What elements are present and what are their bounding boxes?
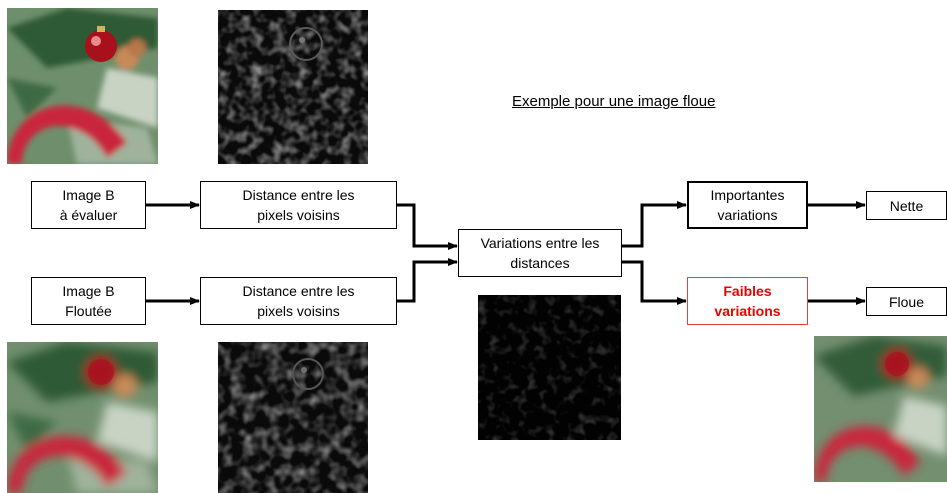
arrow-variations-to-important	[622, 201, 687, 248]
variations-line1: Variations entre les	[480, 235, 600, 251]
result-blurry-label: Floue	[888, 293, 925, 310]
important-variations-line1: Importantes	[710, 187, 785, 203]
input-image-eval-box: Image B à évaluer	[31, 181, 146, 229]
ornament-photo-sharp	[7, 8, 158, 164]
result-sharp-label: Nette	[889, 197, 924, 214]
important-variations-box: Importantes variations	[687, 181, 808, 229]
variations-line2: distances	[510, 255, 570, 271]
distance-top-line2: pixels voisins	[257, 207, 340, 223]
edge-map-blurred	[218, 342, 368, 493]
arrow-variations-to-weak	[622, 260, 687, 305]
variations-box: Variations entre les distances	[458, 229, 622, 277]
important-variations-line2: variations	[717, 207, 778, 223]
arrow-distance-bottom-to-variations	[397, 258, 458, 303]
distance-top-line1: Distance entre les	[242, 187, 355, 203]
result-blurry-box: Floue	[866, 287, 947, 316]
distance-bottom-line2: pixels voisins	[257, 303, 340, 319]
diagram-title: Exemple pour une image floue	[512, 93, 716, 110]
ornament-photo-output	[814, 336, 947, 482]
ornament-photo-blurred	[7, 342, 158, 493]
weak-variations-box: Faibles variations	[687, 277, 808, 325]
weak-variations-line2: variations	[714, 303, 781, 319]
edge-map-sharp	[218, 10, 368, 164]
input-image-blurred-line1: Image B	[62, 283, 115, 299]
variation-map	[478, 295, 621, 440]
weak-variations-line1: Faibles	[723, 283, 772, 299]
input-image-eval-line2: à évaluer	[59, 207, 118, 223]
input-image-blurred-box: Image B Floutée	[31, 277, 146, 325]
distance-bottom-line1: Distance entre les	[242, 283, 355, 299]
result-sharp-box: Nette	[866, 191, 947, 220]
input-image-eval-line1: Image B	[62, 187, 115, 203]
distance-bottom-box: Distance entre les pixels voisins	[200, 277, 397, 325]
input-image-blurred-line2: Floutée	[65, 303, 112, 319]
arrow-distance-top-to-variations	[397, 203, 458, 250]
distance-top-box: Distance entre les pixels voisins	[200, 181, 397, 229]
